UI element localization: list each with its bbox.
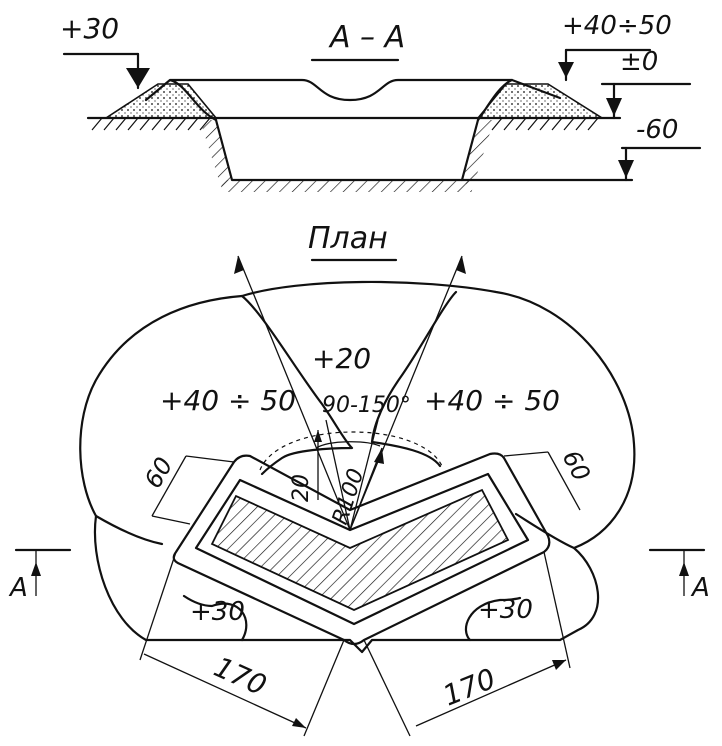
label-right-bottom-level: +30	[478, 595, 533, 625]
pit-hatch-left	[200, 120, 232, 190]
embankment-right	[476, 83, 605, 119]
freezer-inner-frame	[194, 472, 530, 626]
level-right-marker	[558, 62, 574, 78]
shell-profile	[144, 78, 562, 122]
dim-60-left-ext2	[151, 515, 191, 525]
cut-arrow-left-head	[31, 562, 41, 576]
plan-view: План	[8, 221, 710, 737]
dim-170-right-ext1	[543, 551, 571, 669]
dim-170-left-ext1	[139, 551, 177, 661]
dim-60-right-line	[547, 451, 581, 511]
level-left-top: +30	[60, 12, 119, 45]
radius-arc	[315, 441, 381, 449]
label-angle: 90-150°	[322, 393, 411, 418]
pit-hatch-bottom	[222, 180, 472, 192]
label-center-level: +20	[312, 342, 371, 375]
freezer-outer-frame	[172, 452, 551, 646]
level-bottom: -60	[636, 115, 678, 145]
label-left-length: 170	[209, 650, 271, 702]
label-right-length: 170	[438, 662, 500, 713]
cut-label-left: А	[8, 573, 28, 603]
plan-right-small-lobe	[464, 596, 522, 642]
label-right-width: 60	[557, 446, 596, 486]
label-left-level: +40 ÷ 50	[160, 384, 296, 417]
dim-170-left-line	[143, 653, 307, 729]
dim-170-left-ext2	[303, 639, 345, 737]
section-title: А – А	[328, 20, 405, 55]
dim-60-left-line	[151, 455, 187, 517]
cut-arrow-right-head	[679, 562, 689, 576]
dim-60-right-ext	[503, 451, 549, 457]
pit-hatch-right	[462, 120, 494, 190]
label-left-bottom-level: +30	[190, 597, 245, 627]
embankment-left	[103, 83, 218, 119]
dim-170-right-line	[415, 659, 567, 727]
section-view: А – А +30	[60, 11, 702, 192]
label-inner-dim: 20	[289, 474, 314, 502]
plan-outer-contour	[79, 280, 636, 654]
cut-label-right: А	[690, 573, 710, 603]
pit-outline	[214, 118, 480, 182]
level-ground: ±0	[620, 47, 658, 77]
plan-left-small-lobe	[182, 594, 248, 642]
dim-170-right-ext2	[363, 639, 411, 737]
angle-arc	[259, 431, 443, 471]
freezer-body	[210, 488, 510, 611]
plan-left-lobe	[94, 294, 354, 546]
ground-hatching	[91, 117, 599, 131]
plan-title: План	[308, 221, 388, 256]
level-bottom-marker	[618, 160, 634, 178]
dim-60-left-ext1	[185, 455, 235, 463]
level-ground-marker	[606, 98, 622, 116]
label-right-level: +40 ÷ 50	[424, 384, 560, 417]
level-right-top: +40÷50	[562, 11, 672, 41]
radiating-arrows	[234, 255, 466, 531]
label-left-width: 60	[139, 453, 179, 493]
level-left-marker	[126, 68, 150, 88]
